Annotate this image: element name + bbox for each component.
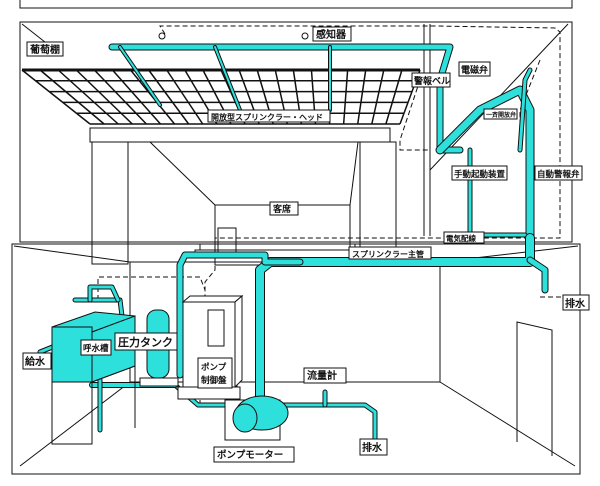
label-flow-meter: 流量計	[303, 367, 347, 384]
svg-text:ポンプモーター: ポンプモーター	[217, 449, 283, 461]
label-audience-seats: 客席	[269, 201, 299, 216]
label-solenoid-valve: 電磁弁	[458, 61, 491, 77]
label-alarm-bell: 警報ベル	[411, 72, 451, 88]
svg-text:ポンプ: ポンプ	[201, 362, 227, 373]
svg-text:自動警報弁: 自動警報弁	[537, 169, 580, 180]
svg-text:圧力タンク: 圧力タンク	[118, 335, 173, 349]
svg-text:開放型スプリンクラー・ヘッド: 開放型スプリンクラー・ヘッド	[211, 112, 323, 122]
pump-motor	[224, 395, 289, 441]
label-priming-tank: 呼水槽	[80, 339, 112, 356]
curtain-left	[91, 141, 129, 265]
curtain-right	[359, 141, 397, 265]
label-pump-motor: ポンプモーター	[213, 446, 295, 463]
svg-text:呼水槽: 呼水槽	[83, 343, 109, 354]
svg-text:スプリンクラー主管: スプリンクラー主管	[352, 249, 424, 259]
label-grape-trellis: 葡萄棚	[26, 41, 64, 57]
svg-text:排水: 排水	[565, 297, 586, 310]
svg-text:電磁弁: 電磁弁	[461, 64, 488, 76]
label-pressure-tank: 圧力タンク	[114, 332, 178, 351]
svg-text:給水: 給水	[25, 355, 46, 368]
svg-text:電気配線: 電気配線	[446, 233, 476, 243]
label-drain-right: 排水	[562, 294, 590, 311]
stage-floor-frame	[19, 21, 573, 243]
label-auto-alarm-valve: 自動警報弁	[534, 165, 583, 181]
label-deluge-valve: 一斉開放弁	[483, 108, 518, 120]
svg-text:排水: 排水	[362, 441, 383, 454]
stage-room	[21, 23, 569, 266]
label-detector: 感知器	[312, 26, 352, 42]
label-drain-bottom: 排水	[359, 438, 388, 456]
svg-text:流量計: 流量計	[307, 369, 337, 382]
svg-text:客席: 客席	[272, 203, 291, 215]
svg-text:制御盤: 制御盤	[201, 375, 227, 386]
svg-text:葡萄棚: 葡萄棚	[29, 43, 60, 56]
label-sprinkler-main: スプリンクラー主管	[348, 246, 432, 260]
svg-text:警報ベル: 警報ベル	[414, 75, 450, 87]
pump-room-door	[516, 321, 553, 456]
label-electric-wiring: 電気配線	[443, 231, 485, 244]
svg-text:一斉開放弁: 一斉開放弁	[486, 111, 516, 119]
svg-text:手動起動装置: 手動起動装置	[454, 169, 506, 180]
top-frame	[19, 0, 573, 9]
label-open-sprinkler-head: 開放型スプリンクラー・ヘッド	[207, 109, 331, 123]
label-manual-starter: 手動起動装置	[451, 165, 508, 181]
stage-detectors	[158, 32, 309, 40]
svg-text:感知器: 感知器	[316, 28, 347, 41]
label-water-supply: 給水	[22, 352, 52, 370]
priming-tank	[51, 311, 136, 445]
